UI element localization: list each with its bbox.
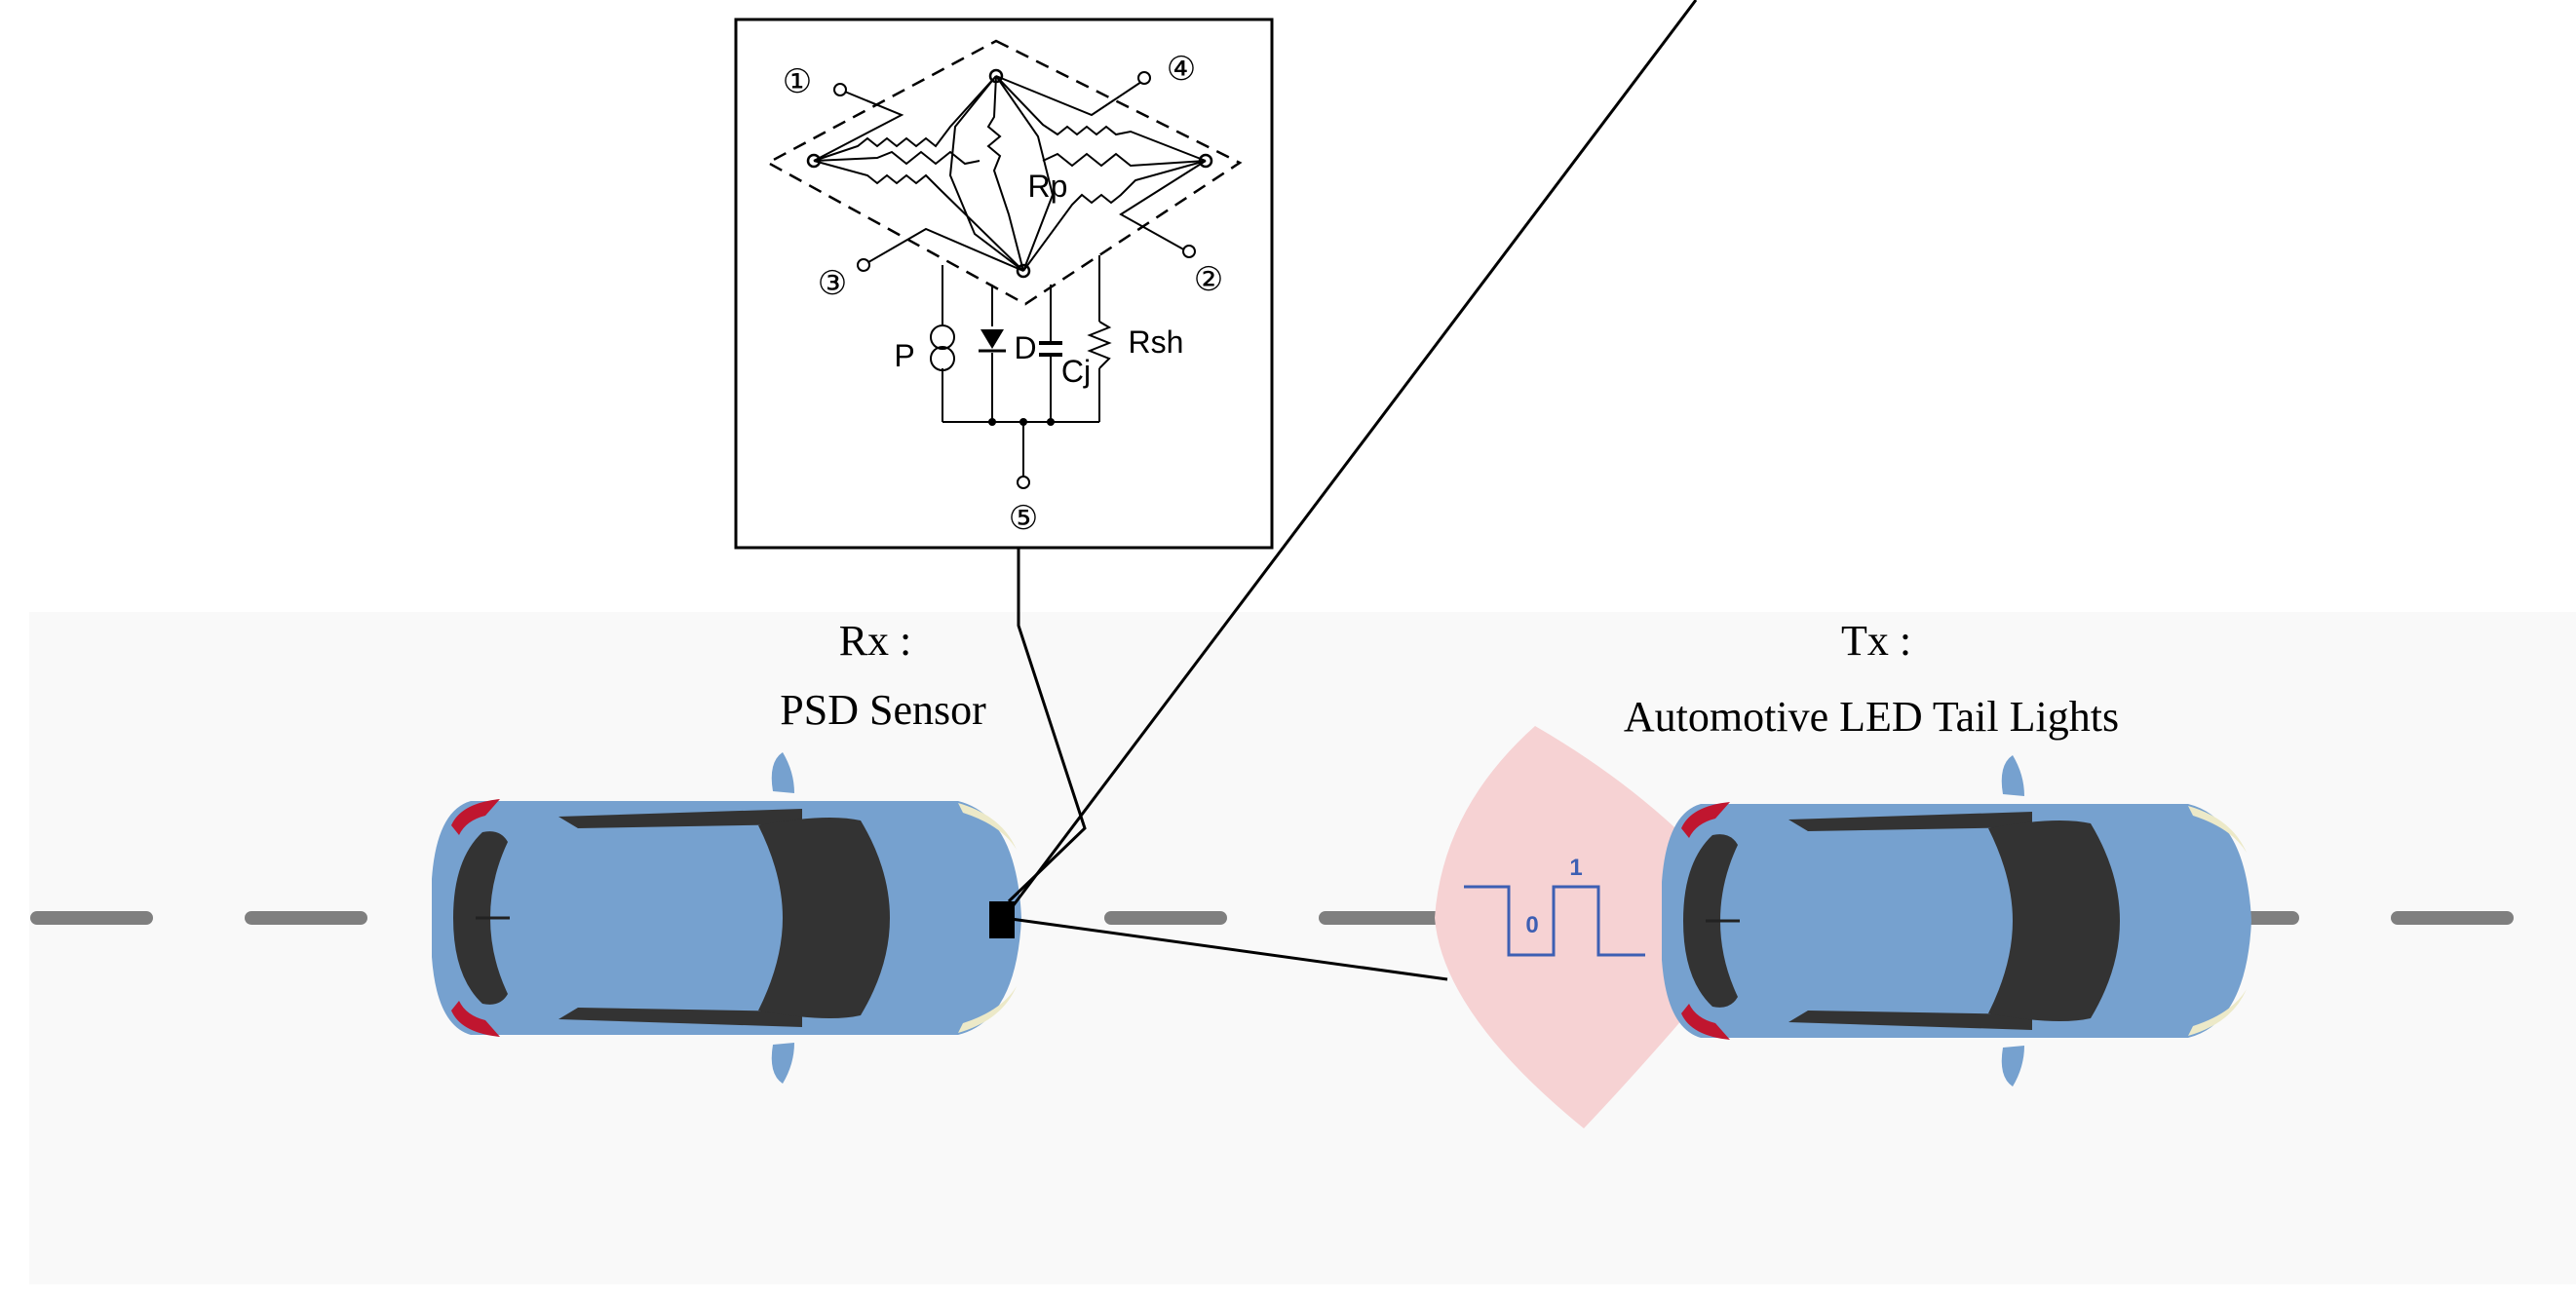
rx-label-line2: PSD Sensor [780,686,986,734]
psd-equivalent-circuit: ① ④ ③ ② ⑤ Rp [734,18,1274,550]
circuit-frame [734,18,1274,550]
terminal-1-label: ① [783,63,812,100]
p-label: P [894,338,914,373]
terminal-5-label: ⑤ [1009,500,1038,537]
rp-label: Rp [1028,169,1068,204]
resistor-network [813,75,1207,272]
cj-label: Cj [1061,354,1091,389]
rx-label-line1: Rx : [839,617,912,665]
tx-label-line1: Tx : [1841,617,1911,665]
sensor-connection-line [1007,548,1087,903]
bit-0-label: 0 [1525,912,1538,938]
psd-sensor [989,901,1015,938]
diode-symbol [980,329,1004,349]
d-label: D [1014,330,1036,365]
terminal-2-label: ② [1194,261,1223,298]
terminal-4-label: ④ [1167,51,1196,88]
rsh-label: Rsh [1129,324,1184,360]
bit-1-label: 1 [1569,855,1582,881]
terminal-leads [813,75,1207,272]
signal-waveform [1464,885,1645,957]
psd-boundary [765,39,1243,306]
tx-label-line2: Automotive LED Tail Lights [1624,693,2119,741]
sensor-field-of-view [1002,0,1698,981]
transmitter-car [1660,753,2253,1088]
led-emission-beam [1435,726,1696,1128]
receiver-car [430,750,1023,1086]
terminal-3-label: ③ [818,265,847,302]
